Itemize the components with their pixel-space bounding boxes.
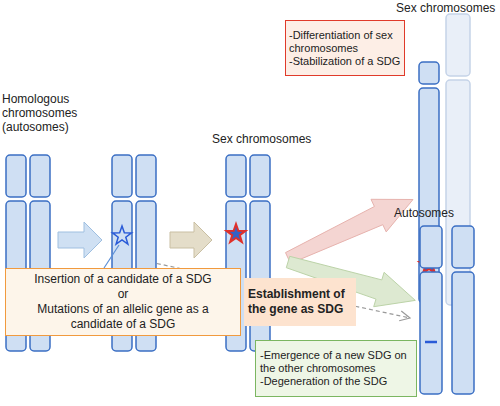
chromosome-label: Homologous chromosomes (autosomes) [2,92,82,134]
outcome-box: -Differentiation of sex chromosomes-Stab… [285,20,405,76]
process-arrow [286,199,414,263]
chromosome [30,155,50,197]
chromosome [452,226,474,268]
chromosome [420,272,442,394]
box-text: -Differentiation of sex chromosomes [289,29,401,55]
box-text: Insertion of a candidate of a SDG [10,272,236,287]
box-text: or [10,287,236,302]
chromosome [420,226,442,268]
chromosome [226,155,246,197]
box-text: -Degeneration of the SDG [260,375,412,388]
chromosome [419,88,439,303]
candidate-star [112,226,131,244]
box-text: -Stabilization of a SDG [289,55,401,68]
chromosome [6,155,26,197]
sdg-star [226,224,245,242]
chromosome [136,155,156,197]
chromosome [452,272,474,394]
chromosome-label: Sex chromosomes [212,132,322,146]
chromosome [419,62,439,84]
origin-box: Insertion of a candidate of a SDGorMutat… [5,268,241,336]
chromosome [446,14,470,76]
process-arrow [170,222,212,258]
process-arrow [58,222,102,258]
outcome-box: -Emergence of a new SDG on the other chr… [255,340,417,397]
step-box: Establishment of the gene as SDG [244,278,356,326]
chromosome [112,155,132,197]
chromosome [250,201,270,351]
box-text: Establishment of the gene as SDG [248,287,352,317]
chromosome-label: Autosomes [394,206,474,220]
box-text: -Emergence of a new SDG on the other chr… [260,349,412,375]
chromosome-label: Sex chromosomes [396,1,500,15]
leader-line [104,245,119,268]
box-text: Mutations of an allelic gene as a candid… [10,302,236,332]
degenerated-sdg-mark [425,341,437,344]
chromosome [250,155,270,197]
